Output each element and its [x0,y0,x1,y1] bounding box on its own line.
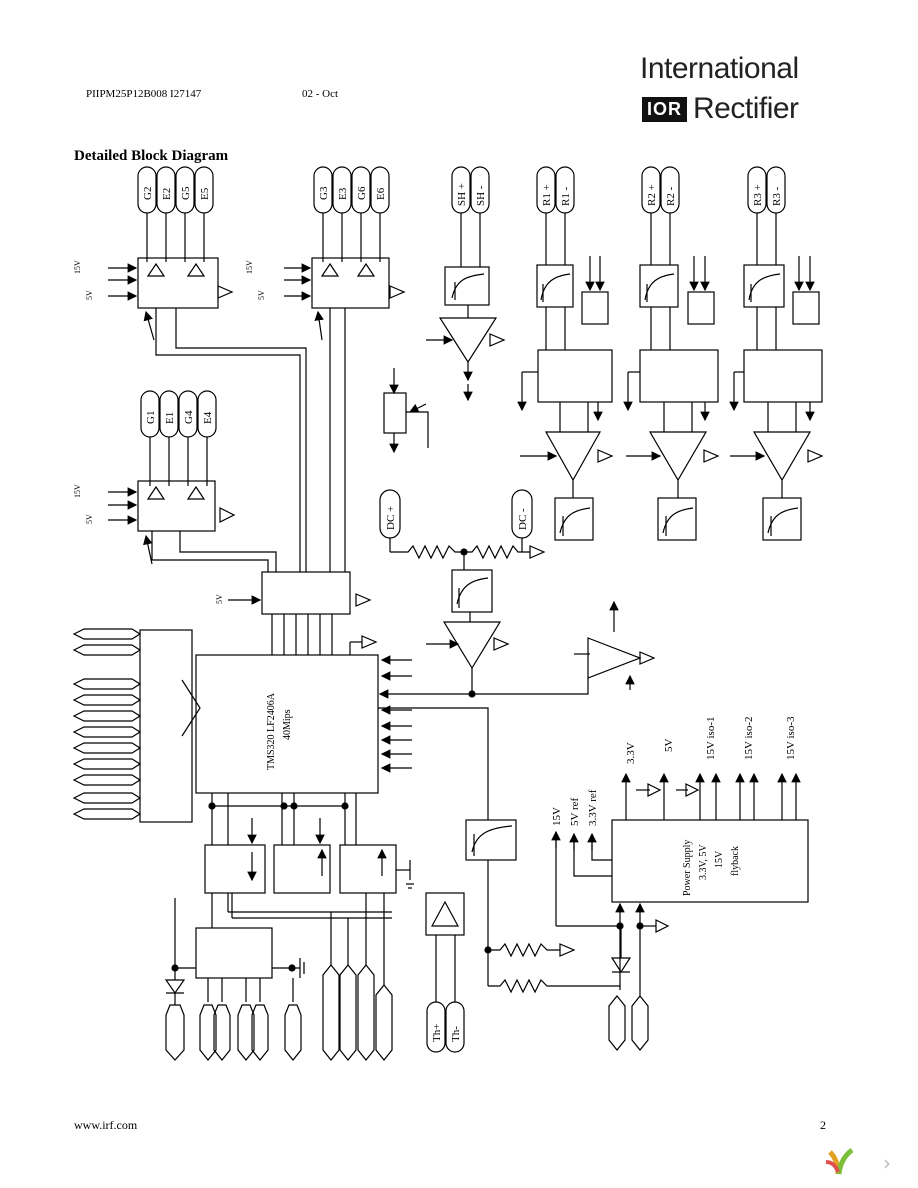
input-15v: 15V [551,807,563,826]
driver1-5v-label: 5V [85,290,94,300]
ps-input-tag-2 [631,995,649,1051]
label-r3-plus: R3 + [752,184,764,206]
label-g2: G2 [142,187,154,200]
potentiometer [383,392,407,434]
label-th-plus: Th+ [431,1024,443,1042]
label-e5: E5 [199,187,211,200]
label-g5: G5 [180,186,192,200]
logo-line-rectifier: Rectifier [693,92,799,125]
power-supply [611,819,809,903]
channel-r2 [623,166,720,541]
label-r1-plus: R1 + [541,184,553,206]
label-e6: E6 [375,187,387,200]
label-r2-minus: R2 - [665,186,677,206]
label-e3: E3 [337,187,349,200]
label-e4: E4 [202,411,214,424]
label-g3: G3 [318,186,330,200]
label-dc-minus: DC - [517,508,529,530]
rs232-transceiver [195,927,273,979]
dc-filter [451,569,493,613]
shunt-filter [444,266,490,306]
viewer-logo-icon[interactable] [822,1144,862,1180]
label-r2-plus: R2 + [646,184,658,206]
dc-comparator [587,637,642,679]
page-number: 2 [820,1118,826,1132]
rail-15v-iso-3: 15V iso-3 [785,716,797,760]
ps-input-tag-1 [608,995,626,1051]
label-th-minus: Th- [450,1026,462,1042]
document-code: PIIPM25P12B008 I27147 [86,88,202,100]
label-e1: E1 [164,412,176,424]
label-g1: G1 [145,411,157,424]
ps-label-4: flyback [730,846,741,876]
gate-driver-3 [137,480,216,532]
bottom-signal-tags [165,964,393,1061]
label-e2: E2 [161,188,173,200]
next-page-chevron-icon[interactable]: › [883,1151,891,1175]
input-3v3-ref: 3.3V ref [587,789,599,826]
dc-amplifier [442,621,502,670]
gate-driver-2 [311,257,390,309]
logo-line-international: International [640,52,799,85]
peripheral-block-2 [273,844,331,894]
input-5v-ref: 5V ref [569,797,581,826]
label-r1-minus: R1 - [560,186,572,206]
ps-label-1: Power Supply [682,840,693,896]
peripheral-block-1 [204,844,266,894]
label-g6: G6 [356,186,368,200]
rail-5v: 5V [663,739,675,753]
rail-3v3: 3.3V [625,742,637,764]
dsp-chip [195,654,379,794]
io-signal-tags [72,628,142,820]
iso-filter [465,819,517,861]
label-sh-plus: SH + [456,183,468,206]
ps-label-2: 3.3V, 5V [698,844,709,880]
driver3-5v-label: 5V [85,514,94,524]
driver1-15v-label: 15V [73,260,82,274]
rail-15v-iso-1: 15V iso-1 [705,717,717,761]
driver2-15v-label: 15V [245,260,254,274]
interface-5v-label: 5V [215,594,224,604]
dsp-name: TMS320 LF2406A [266,692,277,770]
label-sh-minus: SH - [475,185,487,206]
connector-th-plus [426,1001,446,1053]
gate-driver-1 [137,257,219,309]
connector-th-minus [445,1001,465,1053]
dsp-speed: 40Mips [282,709,293,740]
ior-badge: IOR [642,96,688,122]
interface-buffer [261,571,351,615]
label-g4: G4 [183,410,195,424]
peripheral-block-3 [339,844,397,894]
page-title: Detailed Block Diagram [74,148,229,164]
channel-r3 [729,166,824,541]
label-dc-plus: DC + [385,506,397,530]
thermistor-amp [425,892,465,936]
company-logo: IOR Rectifier [642,92,799,126]
channel-r1 [517,166,614,541]
document-date: 02 - Oct [302,88,339,100]
driver3-15v-label: 15V [73,484,82,498]
driver2-5v-label: 5V [257,290,266,300]
connector-header-bank [139,629,193,823]
rail-15v-iso-2: 15V iso-2 [743,717,755,761]
footer-url: www.irf.com [74,1118,138,1132]
ps-label-3: 15V [714,850,725,868]
label-r3-minus: R3 - [771,186,783,206]
